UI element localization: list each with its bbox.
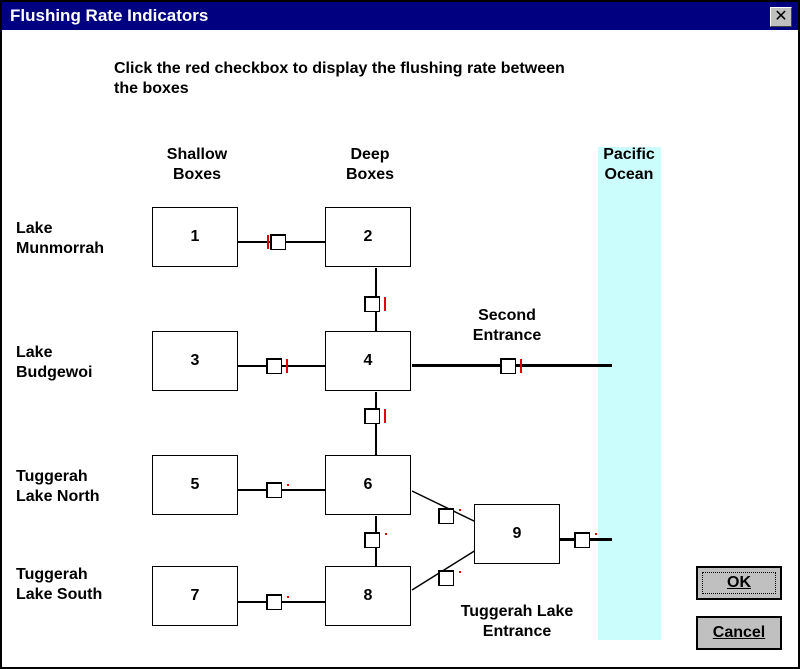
- connector-3-4: [238, 365, 326, 367]
- box-3: 3: [152, 331, 238, 391]
- row-label-lake-munmorrah: Lake Munmorrah: [16, 220, 104, 257]
- shallow-boxes-header: Shallow Boxes: [166, 146, 228, 183]
- checkbox-tuggerah-entrance[interactable]: [574, 532, 590, 548]
- close-icon[interactable]: ✕: [770, 7, 792, 27]
- row-label-tuggerah-lake-south: Tuggerah Lake South: [16, 566, 103, 603]
- cancel-button[interactable]: Cancel: [696, 616, 782, 650]
- box-2: 2: [325, 207, 411, 267]
- indicator-second-entrance: [520, 359, 522, 373]
- indicator-2-4: [384, 297, 386, 311]
- indicator-7-8: [287, 596, 289, 598]
- title-bar[interactable]: Flushing Rate Indicators ✕: [2, 2, 798, 30]
- checkbox-6-8[interactable]: [364, 532, 380, 548]
- deep-boxes-header: Deep Boxes: [345, 146, 395, 183]
- checkbox-8-9[interactable]: [438, 570, 454, 586]
- box-5: 5: [152, 455, 238, 515]
- indicator-6-8: [385, 533, 387, 535]
- box-7: 7: [152, 566, 238, 626]
- box-1: 1: [152, 207, 238, 267]
- ok-button[interactable]: OK: [696, 566, 782, 600]
- checkbox-5-6[interactable]: [266, 482, 282, 498]
- indicator-1-2: [267, 235, 269, 249]
- checkbox-7-8[interactable]: [266, 594, 282, 610]
- window-title: Flushing Rate Indicators: [10, 6, 209, 25]
- indicator-tuggerah-entrance: [595, 533, 597, 535]
- indicator-6-9: [459, 509, 461, 511]
- connector-6-9: [411, 490, 477, 523]
- box-6: 6: [325, 455, 411, 515]
- indicator-5-6: [287, 484, 289, 486]
- indicator-8-9: [459, 571, 461, 573]
- second-entrance-label: Second Entrance: [472, 307, 542, 344]
- checkbox-2-4[interactable]: [364, 296, 380, 312]
- row-label-tuggerah-lake-north: Tuggerah Lake North: [16, 468, 100, 505]
- indicator-3-4: [286, 359, 288, 373]
- indicator-4-6: [384, 409, 386, 423]
- checkbox-4-6[interactable]: [364, 408, 380, 424]
- checkbox-1-2[interactable]: [270, 234, 286, 250]
- pacific-ocean-strip: [598, 147, 661, 640]
- pacific-ocean-header: Pacific Ocean: [603, 146, 655, 183]
- row-label-lake-budgewoi: Lake Budgewoi: [16, 344, 93, 381]
- connector-5-6: [238, 489, 326, 491]
- checkbox-3-4[interactable]: [266, 358, 282, 374]
- tuggerah-lake-entrance-label: Tuggerah Lake Entrance: [460, 603, 574, 640]
- instruction-text: Click the red checkbox to display the fl…: [114, 60, 565, 97]
- checkbox-6-9[interactable]: [438, 508, 454, 524]
- box-8: 8: [325, 566, 411, 626]
- box-9: 9: [474, 504, 560, 564]
- box-4: 4: [325, 331, 411, 391]
- connector-7-8: [238, 601, 326, 603]
- connector-4-6: [375, 392, 377, 456]
- checkbox-second-entrance[interactable]: [500, 358, 516, 374]
